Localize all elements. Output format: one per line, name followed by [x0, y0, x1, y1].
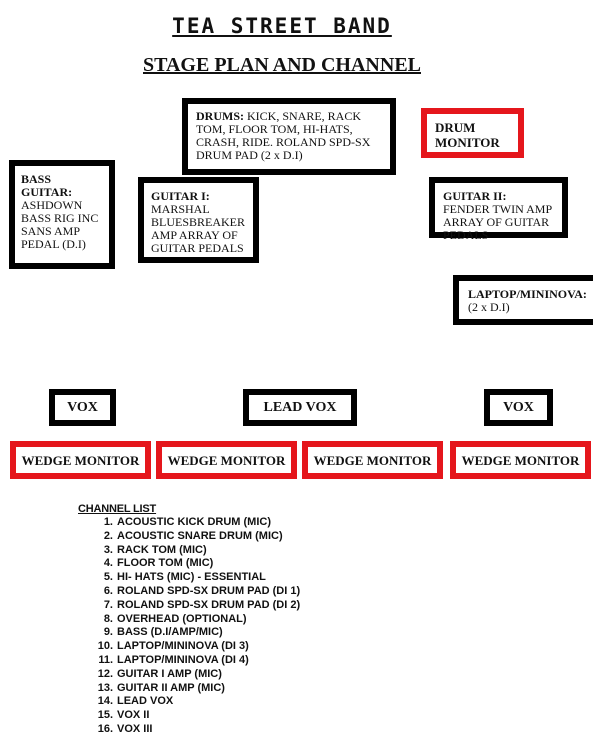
channel-list-item: 9.BASS (D.I/AMP/MIC) [103, 626, 223, 639]
channel-list-item: 12.GUITAR I AMP (MIC) [97, 667, 222, 680]
laptop-mininova-heading: LAPTOP/MININOVA: [468, 287, 587, 301]
channel-list-item: 1.ACOUSTIC KICK DRUM (MIC) [103, 516, 271, 528]
channel-list-heading: CHANNEL LIST [78, 503, 157, 515]
band-name-title: TEA STREET BAND [172, 14, 392, 38]
guitar-two-description: FENDER TWIN AMP ARRAY OF GUITAR PEDALS [443, 202, 552, 242]
channel-list-item: 4.FLOOR TOM (MIC) [103, 557, 214, 570]
channel-list: 1.ACOUSTIC KICK DRUM (MIC) 2.ACOUSTIC SN… [96, 516, 300, 737]
wedge-monitor-1: WEDGE MONITOR [10, 441, 151, 479]
channel-list-item: 10.LAPTOP/MININOVA (DI 3) [97, 640, 249, 653]
wedge-monitor-label: WEDGE MONITOR [313, 452, 432, 468]
guitar-two-heading: GUITAR II: [443, 189, 507, 203]
guitar-one-heading: GUITAR I: [151, 189, 210, 203]
wedge-monitor-3: WEDGE MONITOR [302, 441, 443, 479]
drums-box: DRUMS: KICK, SNARE, RACK TOM, FLOOR TOM,… [182, 98, 396, 175]
guitar-one-box: GUITAR I: MARSHAL BLUESBREAKER AMP ARRAY… [138, 177, 259, 263]
channel-list-item: 16.VOX III [97, 722, 153, 735]
channel-list-item: 11.LAPTOP/MININOVA (DI 4) [98, 653, 249, 666]
vox-left-box: VOX [49, 389, 116, 426]
channel-list-item: 7.ROLAND SPD-SX DRUM PAD (DI 2) [103, 598, 301, 611]
bass-guitar-box: BASS GUITAR: ASHDOWN BASS RIG INC SANS A… [9, 160, 115, 269]
drums-heading: DRUMS: [196, 109, 244, 123]
wedge-monitor-label: WEDGE MONITOR [167, 452, 286, 468]
stage-plan-title: STAGE PLAN AND CHANNEL [143, 54, 421, 76]
wedge-monitor-label: WEDGE MONITOR [21, 452, 140, 468]
drum-monitor-box: DRUM MONITOR [421, 108, 524, 158]
wedge-monitor-2: WEDGE MONITOR [156, 441, 297, 479]
channel-list-item: 5.HI- HATS (MIC) - ESSENTIAL [103, 571, 266, 584]
channel-list-item: 6.ROLAND SPD-SX DRUM PAD (DI 1) [103, 584, 301, 597]
bass-guitar-description: ASHDOWN BASS RIG INC SANS AMP PEDAL (D.I… [21, 198, 99, 251]
laptop-mininova-box: LAPTOP/MININOVA: (2 x D.I) [453, 275, 593, 325]
laptop-mininova-description: (2 x D.I) [468, 300, 510, 314]
vox-right-box: VOX [484, 389, 553, 426]
channel-list-item: 13.GUITAR II AMP (MIC) [97, 681, 225, 694]
lead-vox-box: LEAD VOX [243, 389, 357, 426]
wedge-monitor-label: WEDGE MONITOR [461, 452, 580, 468]
channel-list-item: 3.RACK TOM (MIC) [103, 543, 207, 556]
drums-description: KICK, SNARE, RACK TOM, FLOOR TOM, HI-HAT… [196, 109, 371, 162]
lead-vox-label: LEAD VOX [263, 400, 337, 415]
bass-guitar-heading: BASS GUITAR: [21, 172, 73, 199]
channel-list-item: 15.VOX II [97, 709, 150, 722]
guitar-two-box: GUITAR II: FENDER TWIN AMP ARRAY OF GUIT… [429, 177, 568, 242]
wedge-monitor-4: WEDGE MONITOR [450, 441, 591, 479]
channel-list-item: 14.LEAD VOX [97, 695, 174, 708]
channel-list-item: 8.OVERHEAD (OPTIONAL) [103, 612, 247, 625]
vox-right-label: VOX [503, 400, 534, 415]
vox-left-label: VOX [67, 400, 98, 415]
drum-monitor-label: DRUM MONITOR [435, 120, 500, 150]
channel-list-item: 2.ACOUSTIC SNARE DRUM (MIC) [103, 529, 283, 542]
guitar-one-description: MARSHAL BLUESBREAKER AMP ARRAY OF GUITAR… [151, 202, 246, 255]
